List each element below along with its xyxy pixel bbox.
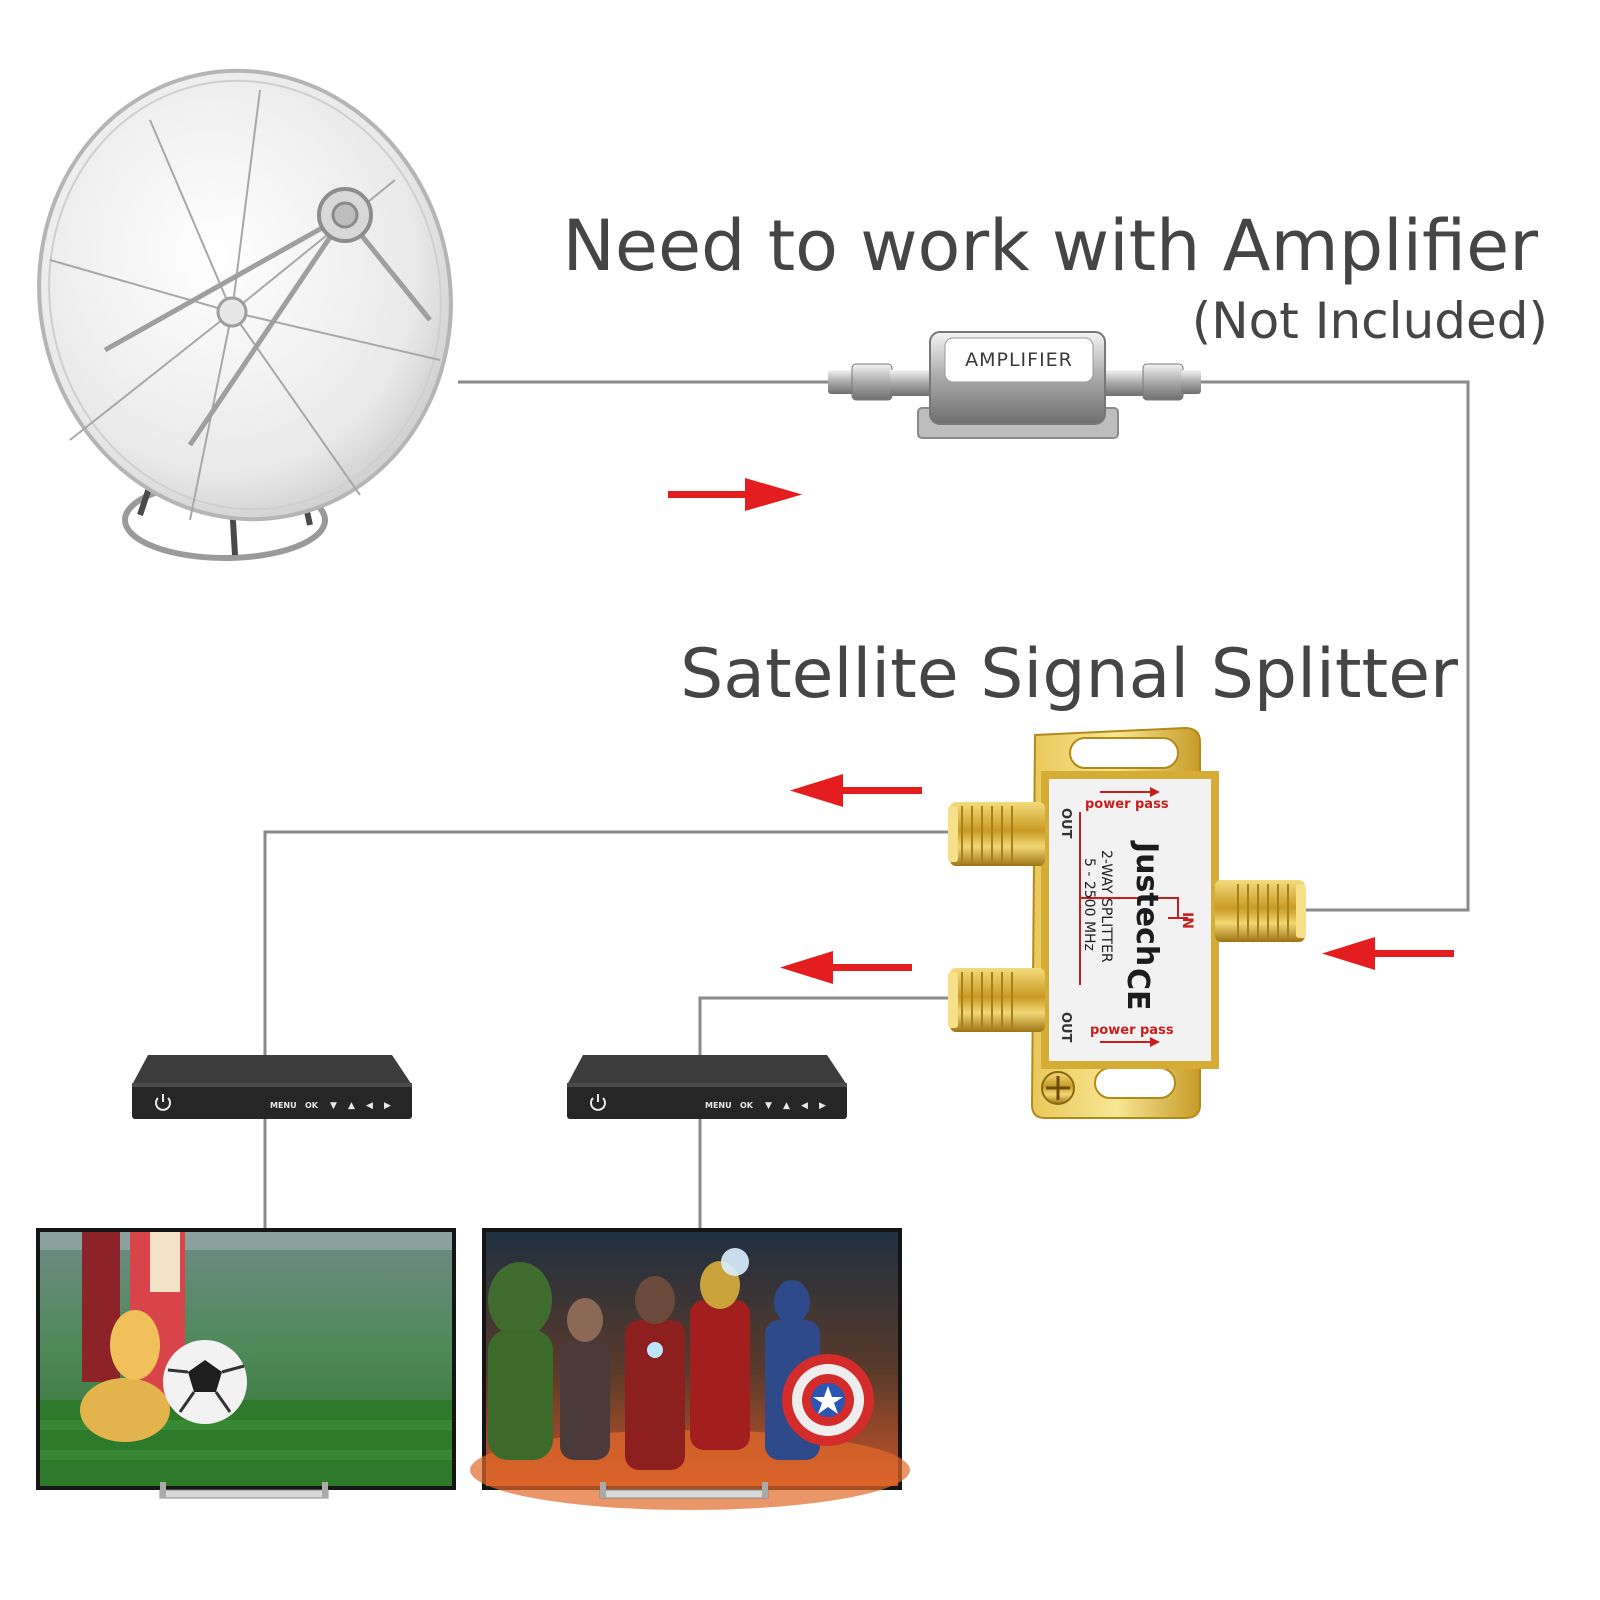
- amplifier: [828, 331, 1201, 439]
- amplifier-heading: Need to work with Amplifier: [562, 205, 1538, 287]
- frequency-label: 5 - 2500 MHz: [1081, 858, 1097, 951]
- out-label-top: OUT: [1058, 808, 1073, 839]
- receiver-2-menu: MENU: [705, 1101, 732, 1110]
- cable-splitter-to-receiver-2: [698, 996, 950, 1055]
- amplifier-label: AMPLIFIER: [965, 349, 1073, 371]
- splitter-heading: Satellite Signal Splitter: [680, 635, 1458, 714]
- power-icon: [155, 1094, 171, 1111]
- receiver-1-menu: MENU: [270, 1101, 297, 1110]
- tv-1: [36, 1228, 456, 1499]
- receiver-1: [132, 1055, 412, 1119]
- receiver-1-ok: OK: [305, 1101, 319, 1110]
- receiver-2-arrow-left: ◀: [801, 1101, 808, 1111]
- receiver-1-arrow-right: ▶: [384, 1101, 391, 1111]
- in-port: [1215, 880, 1306, 942]
- receiver-2-ok: OK: [740, 1101, 754, 1110]
- arrow-left-icon: [780, 951, 912, 984]
- cables: [263, 380, 1470, 1230]
- receiver-2: [567, 1055, 847, 1119]
- out-label-bottom: OUT: [1058, 1012, 1073, 1043]
- brand-label: Justech: [1129, 840, 1164, 966]
- receiver-1-arrow-up: ▲: [348, 1101, 355, 1111]
- satellite-dish-icon: [37, 68, 453, 561]
- power-pass-label-top: power pass: [1085, 797, 1169, 812]
- receiver-2-arrow-down: ▼: [765, 1101, 772, 1111]
- arrow-right-icon: [668, 478, 802, 511]
- in-label: IN: [1179, 912, 1195, 929]
- amplifier-not-included-note: (Not Included): [1191, 292, 1548, 350]
- power-pass-label-bottom: power pass: [1090, 1023, 1174, 1038]
- ce-mark: CE: [1120, 968, 1155, 1011]
- tv-2: [470, 1228, 910, 1510]
- out-port-2: [948, 968, 1045, 1032]
- receiver-2-arrow-up: ▲: [783, 1101, 790, 1111]
- arrow-left-icon: [1322, 937, 1454, 970]
- cable-splitter-to-receiver-1: [263, 830, 955, 1055]
- splitter: [948, 726, 1306, 1119]
- out-port-1: [948, 802, 1045, 866]
- receiver-1-arrow-down: ▼: [330, 1101, 337, 1111]
- arrow-left-icon: [790, 774, 922, 807]
- model-label: 2-WAY SPLITTER: [1098, 850, 1114, 963]
- receiver-2-arrow-right: ▶: [819, 1101, 826, 1111]
- power-icon: [590, 1094, 606, 1111]
- receiver-1-arrow-left: ◀: [366, 1101, 373, 1111]
- cable-amplifier-to-splitter: [1200, 380, 1470, 912]
